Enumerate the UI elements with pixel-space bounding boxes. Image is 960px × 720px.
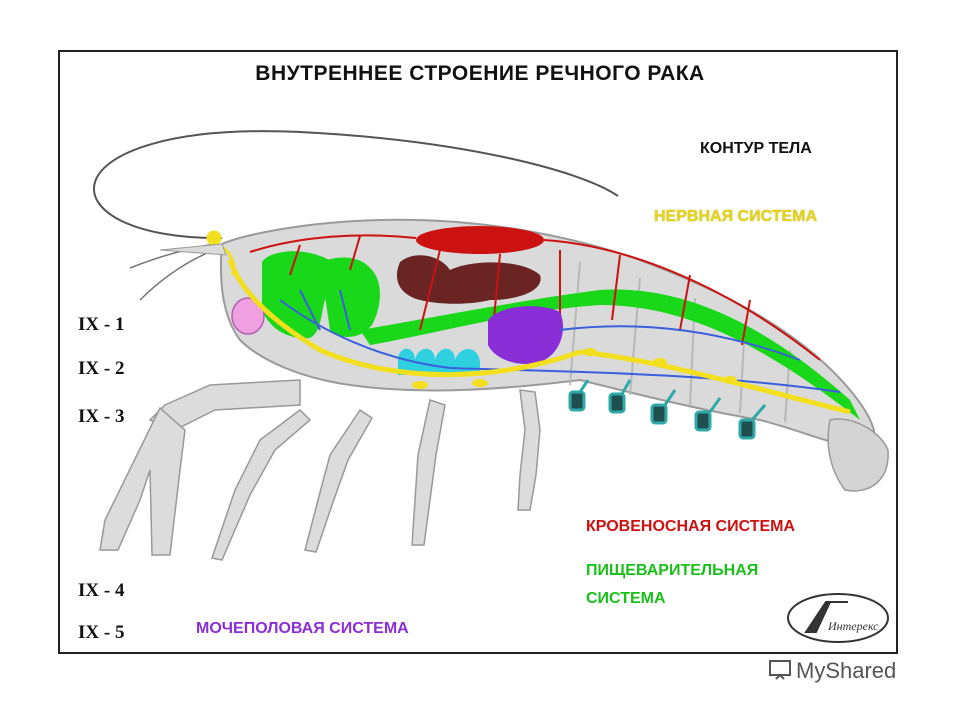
watermark-text: MyShared xyxy=(796,658,897,683)
label-ix-5: IX - 5 xyxy=(78,622,125,643)
label-urogenital-system: МОЧЕПОЛОВАЯ СИСТЕМА xyxy=(196,620,409,637)
presentation-icon xyxy=(768,658,792,682)
digestive-system xyxy=(262,251,860,420)
publisher-logo: Интерекс xyxy=(786,592,890,644)
label-digestive-system-line1: ПИЩЕВАРИТЕЛЬНАЯ xyxy=(586,562,759,579)
antenna xyxy=(92,130,619,240)
page-title: ВНУТРЕННЕЕ СТРОЕНИЕ РЕЧНОГО РАКА xyxy=(255,62,705,85)
claw xyxy=(99,406,186,556)
label-ix-3: IX - 3 xyxy=(78,406,125,427)
legs xyxy=(99,379,541,561)
label-nervous-system: НЕРВНАЯ СИСТЕМА xyxy=(654,208,818,225)
walking-leg-4 xyxy=(517,389,541,511)
watermark: MyShared xyxy=(768,658,896,684)
label-ix-1: IX - 1 xyxy=(78,314,125,335)
circulatory-vessels xyxy=(249,234,821,361)
green-gland xyxy=(231,297,265,335)
logo-text: Интерекс xyxy=(827,619,879,633)
label-body-outline: КОНТУР ТЕЛА xyxy=(700,140,812,157)
antennule-2 xyxy=(139,249,215,301)
rostrum xyxy=(159,243,227,256)
heart xyxy=(416,226,544,254)
label-ix-2: IX - 2 xyxy=(78,358,125,379)
stomach-2 xyxy=(320,257,380,337)
label-digestive-system-line2: СИСТЕМА xyxy=(586,590,666,607)
gonad xyxy=(488,306,564,365)
walking-leg-2 xyxy=(304,408,373,553)
tail-fan xyxy=(827,418,889,492)
label-circulatory-system: КРОВЕНОСНАЯ СИСТЕМА xyxy=(586,518,796,535)
walking-leg-1 xyxy=(211,409,312,561)
label-ix-4: IX - 4 xyxy=(78,580,125,601)
ganglia xyxy=(412,348,737,389)
stomach xyxy=(262,251,339,339)
swimmerets xyxy=(568,379,767,440)
walking-leg-3 xyxy=(411,399,446,546)
liver xyxy=(396,255,541,304)
intestine xyxy=(360,289,860,420)
